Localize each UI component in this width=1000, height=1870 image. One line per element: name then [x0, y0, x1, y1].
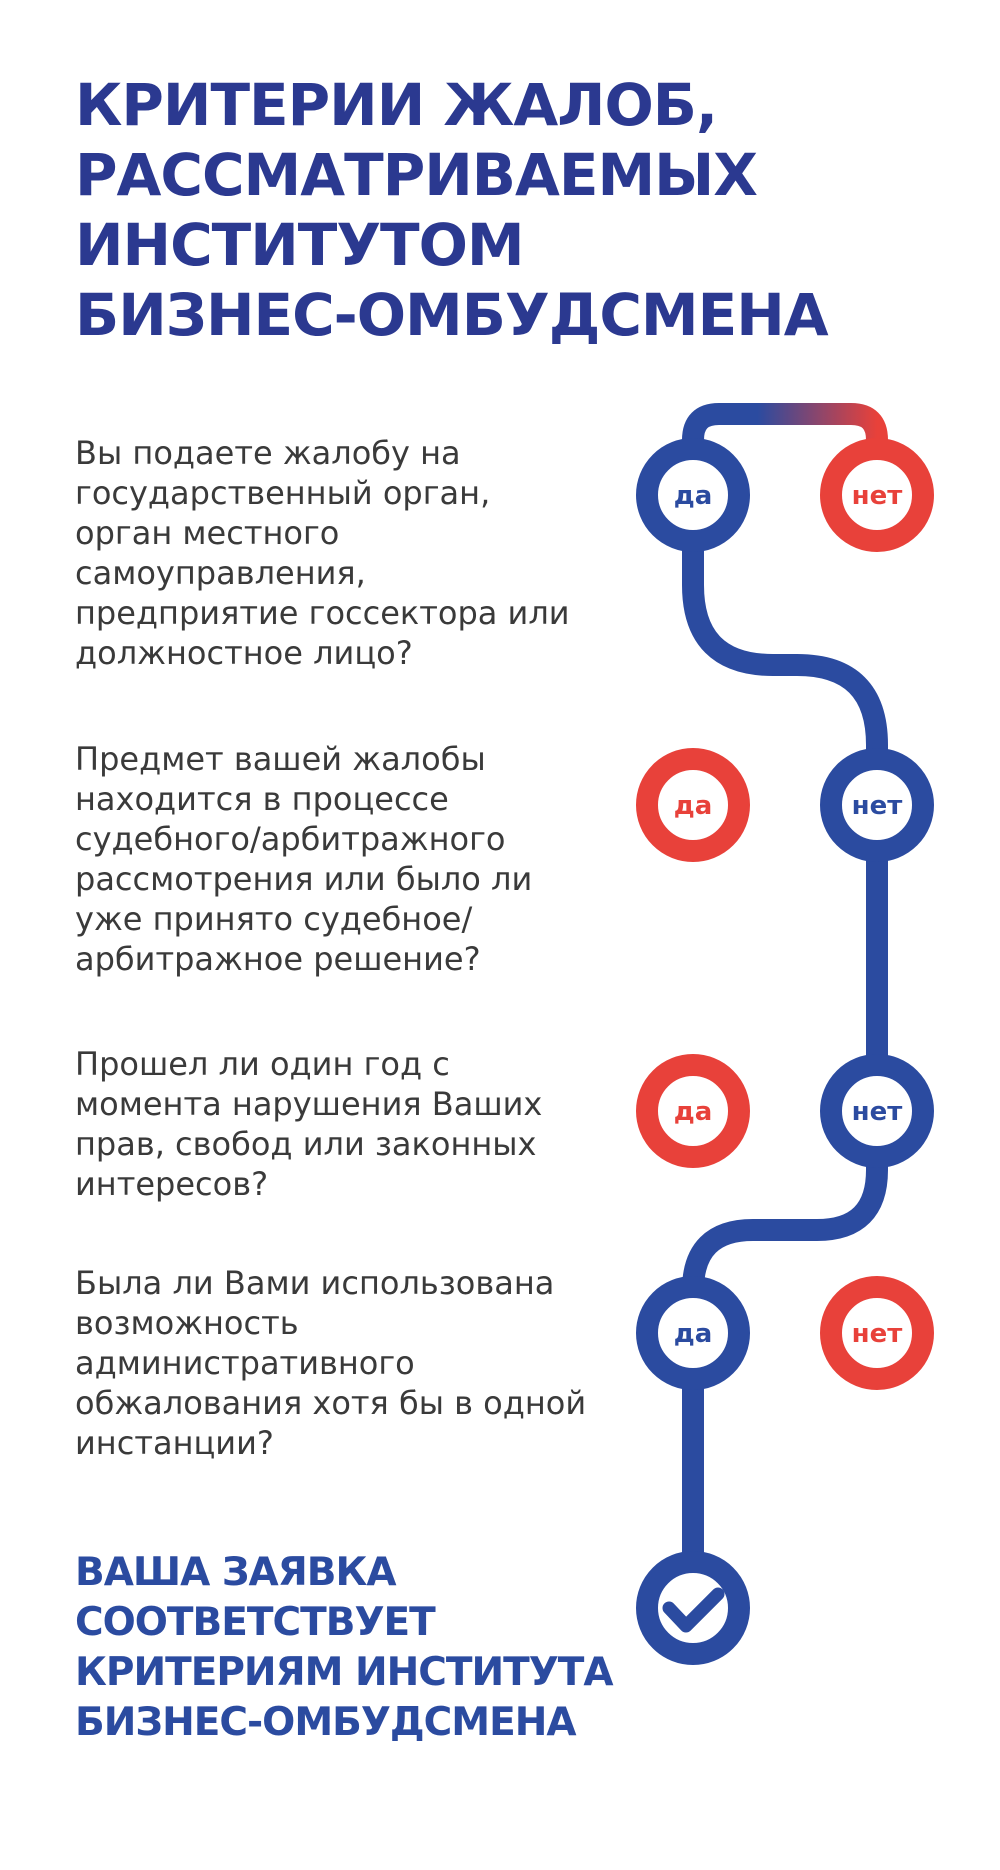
node-q3-yes: да — [636, 1054, 750, 1168]
question-line: самоуправления, — [75, 554, 366, 592]
result-line: БИЗНЕС-ОМБУДСМЕНА — [75, 1700, 577, 1745]
question-4-text: Была ли Вами использована возможность ад… — [75, 1263, 615, 1463]
question-line: Предмет вашей жалобы — [75, 740, 486, 778]
node-q1-yes: да — [636, 438, 750, 552]
question-line: находится в процессе — [75, 780, 449, 818]
node-q3-no: нет — [820, 1054, 934, 1168]
node-label: да — [674, 1097, 713, 1127]
question-2-text: Предмет вашей жалобы находится в процесс… — [75, 739, 615, 979]
node-label: да — [674, 481, 713, 511]
node-q4-no: нет — [820, 1276, 934, 1390]
question-line: обжалования хотя бы в одной — [75, 1384, 587, 1422]
question-line: Вы подаете жалобу на — [75, 434, 461, 472]
node-label: нет — [852, 481, 903, 511]
question-line: арбитражное решение? — [75, 940, 481, 978]
question-line: рассмотрения или было ли — [75, 860, 533, 898]
node-q2-no: нет — [820, 748, 934, 862]
question-line: момента нарушения Ваших — [75, 1085, 543, 1123]
node-q4-yes: да — [636, 1276, 750, 1390]
result-line: КРИТЕРИЯМ ИНСТИТУТА — [75, 1650, 614, 1695]
node-q1-no: нет — [820, 438, 934, 552]
checkmark-icon — [636, 1551, 750, 1665]
question-line: предприятие госсектора или — [75, 594, 570, 632]
result-line: ВАША ЗАЯВКА — [75, 1550, 397, 1595]
question-line: уже принято судебное/ — [75, 900, 473, 938]
title-line: КРИТЕРИИ ЖАЛОБ, — [75, 71, 718, 139]
node-label: нет — [852, 791, 903, 821]
result-text: ВАША ЗАЯВКА СООТВЕТСТВУЕТ КРИТЕРИЯМ ИНСТ… — [75, 1548, 635, 1748]
question-line: интересов? — [75, 1165, 269, 1203]
node-label: нет — [852, 1097, 903, 1127]
result-line: СООТВЕТСТВУЕТ — [75, 1600, 436, 1645]
question-line: Прошел ли один год с — [75, 1045, 450, 1083]
page-title: КРИТЕРИИ ЖАЛОБ, РАССМАТРИВАЕМЫХ ИНСТИТУТ… — [75, 70, 835, 350]
node-label: да — [674, 1319, 713, 1349]
question-line: возможность — [75, 1304, 299, 1342]
question-3-text: Прошел ли один год с момента нарушения В… — [75, 1044, 615, 1204]
question-line: административного — [75, 1344, 415, 1382]
question-line: орган местного — [75, 514, 340, 552]
question-line: государственный орган, — [75, 474, 491, 512]
title-line: РАССМАТРИВАЕМЫХ — [75, 141, 758, 209]
question-1-text: Вы подаете жалобу на государственный орг… — [75, 433, 615, 673]
question-line: судебного/арбитражного — [75, 820, 506, 858]
node-label: да — [674, 791, 713, 821]
path-connector-main — [682, 484, 888, 1631]
node-q2-yes: да — [636, 748, 750, 862]
node-label: нет — [852, 1319, 903, 1349]
question-line: Была ли Вами использована — [75, 1264, 555, 1302]
question-line: прав, свобод или законных — [75, 1125, 537, 1163]
title-line: БИЗНЕС-ОМБУДСМЕНА — [75, 281, 829, 349]
path-connector-top — [682, 403, 888, 461]
question-line: должностное лицо? — [75, 634, 413, 672]
title-line: ИНСТИТУТОМ — [75, 211, 525, 279]
question-line: инстанции? — [75, 1424, 274, 1462]
